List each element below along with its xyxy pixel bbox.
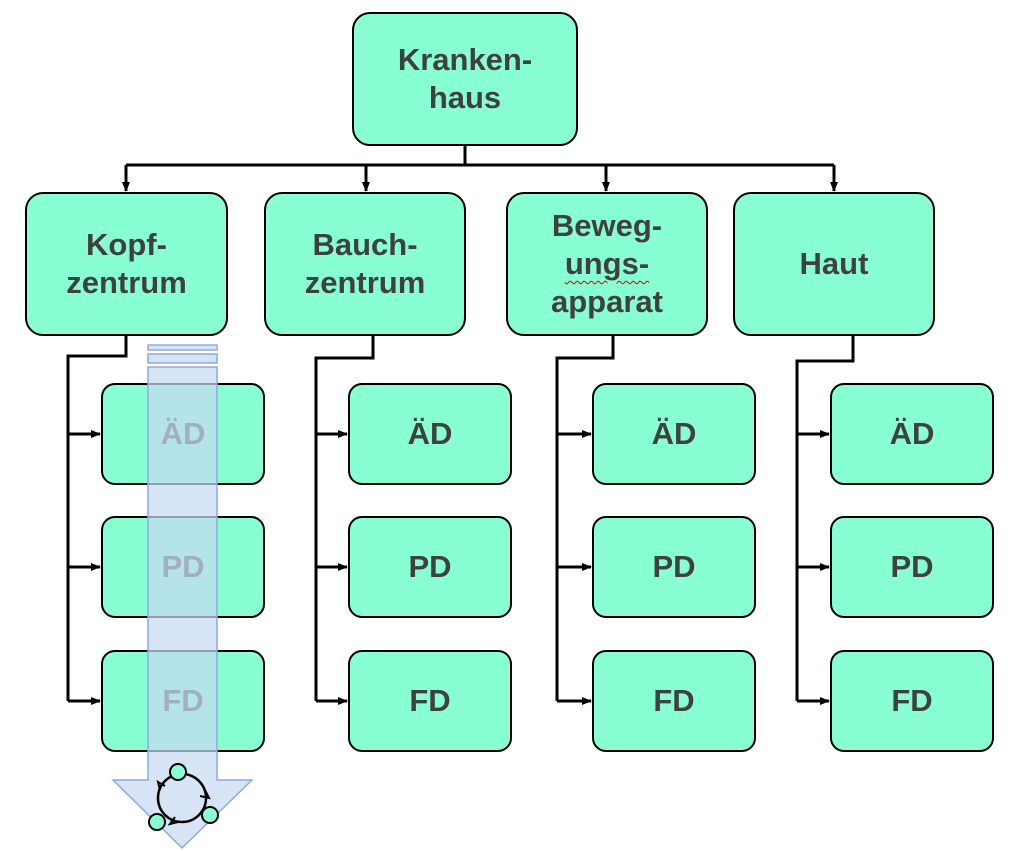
unit-kopf-aed: ÄD bbox=[101, 383, 265, 485]
unit-haut-pd: PD bbox=[830, 516, 994, 618]
unit-label: ÄD bbox=[160, 416, 206, 451]
unit-beweg-pd: PD bbox=[592, 516, 756, 618]
node-bewegungsapparat-line-1: Beweg- bbox=[551, 208, 663, 243]
unit-bauch-aed: ÄD bbox=[348, 383, 512, 485]
unit-kopf-pd: PD bbox=[101, 516, 265, 618]
node-bauchzentrum: Bauch- zentrum bbox=[264, 192, 466, 336]
node-bauchzentrum-label: Bauch- zentrum bbox=[304, 227, 426, 300]
node-bewegungsapparat-line-2: ungs- bbox=[564, 246, 650, 281]
node-haut: Haut bbox=[733, 192, 935, 336]
unit-kopf-fd: FD bbox=[101, 650, 265, 752]
unit-label: FD bbox=[409, 683, 451, 718]
unit-bauch-pd: PD bbox=[348, 516, 512, 618]
unit-label: PD bbox=[652, 549, 696, 584]
unit-label: FD bbox=[162, 683, 204, 718]
node-kopfzentrum: Kopf- zentrum bbox=[25, 192, 228, 336]
node-bewegungsapparat: Beweg- ungs- apparat bbox=[506, 192, 708, 336]
unit-label: ÄD bbox=[407, 416, 453, 451]
unit-beweg-fd: FD bbox=[592, 650, 756, 752]
unit-label: PD bbox=[408, 549, 452, 584]
unit-beweg-aed: ÄD bbox=[592, 383, 756, 485]
unit-label: PD bbox=[890, 549, 934, 584]
node-haut-label: Haut bbox=[799, 246, 869, 281]
unit-haut-fd: FD bbox=[830, 650, 994, 752]
node-kopfzentrum-label: Kopf- zentrum bbox=[66, 227, 187, 300]
unit-label: PD bbox=[161, 549, 205, 584]
unit-bauch-fd: FD bbox=[348, 650, 512, 752]
node-krankenhaus-label: Kranken- haus bbox=[397, 42, 533, 115]
node-krankenhaus: Kranken- haus bbox=[352, 12, 578, 146]
unit-label: FD bbox=[653, 683, 695, 718]
unit-label: ÄD bbox=[889, 416, 935, 451]
unit-label: FD bbox=[891, 683, 933, 718]
unit-haut-aed: ÄD bbox=[830, 383, 994, 485]
node-bewegungsapparat-line-3: apparat bbox=[551, 284, 663, 319]
unit-label: ÄD bbox=[651, 416, 697, 451]
